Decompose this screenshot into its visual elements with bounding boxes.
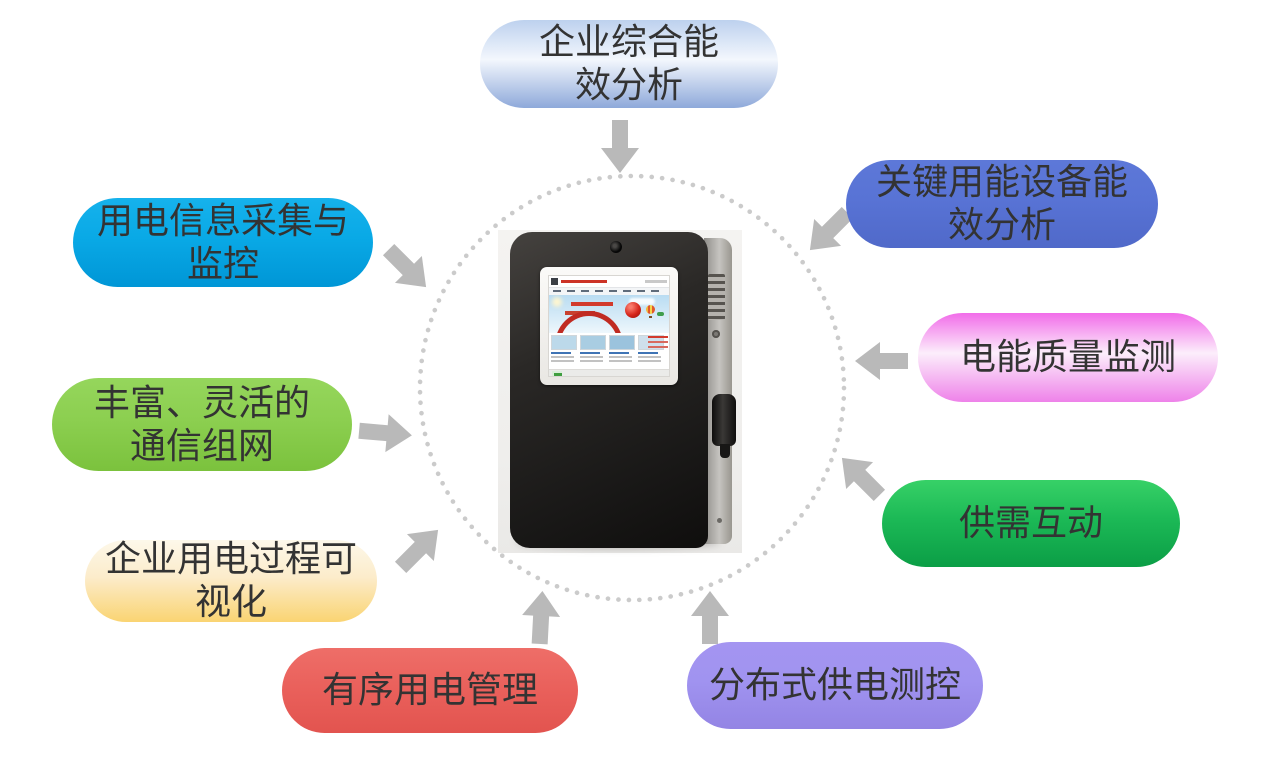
node-pill-power-quality-monitoring: 电能质量监测: [918, 313, 1218, 402]
webpage-logo-icon: [551, 278, 558, 285]
red-sphere-graphic: [625, 302, 641, 318]
arrow-left-icon: [357, 411, 414, 455]
hero-headline-text: [571, 302, 613, 306]
balloon-basket: [649, 316, 652, 318]
webpage-navbar: [549, 287, 669, 295]
card-thumbnail: [580, 335, 606, 350]
node-pill-orderly-power-use-management: 有序用电管理: [282, 648, 578, 733]
arrow-lower-right-icon: [828, 444, 893, 509]
arrow-right-icon: [855, 342, 908, 380]
hot-air-balloon-icon: [646, 305, 655, 314]
device-screen-webpage: [548, 275, 670, 377]
arrow-bottom-left-icon: [520, 590, 562, 645]
card-text-line: [609, 360, 632, 362]
webpage-footer: [549, 369, 669, 376]
webpage-hero-banner: [549, 295, 669, 345]
sun-icon: [552, 297, 562, 307]
node-label: 有序用电管理: [321, 670, 538, 711]
red-notice-text: [648, 336, 668, 338]
news-card: [638, 335, 664, 362]
green-cert-logo-icon: [552, 371, 562, 376]
node-pill-key-equipment-energy-efficiency-analysis: 关键用能设备能 效分析: [846, 160, 1158, 248]
vent-grille-icon: [708, 274, 725, 320]
center-device-photo: [498, 230, 742, 553]
card-link-line: [551, 352, 571, 354]
webpage-nav-items: [553, 290, 663, 292]
cloud-icon: [629, 298, 655, 305]
card-text-line: [638, 356, 661, 358]
news-card: [551, 335, 577, 362]
green-graphic: [657, 312, 664, 316]
card-text-line: [551, 360, 574, 362]
webpage-content-row: [549, 333, 669, 369]
news-card: [609, 335, 635, 362]
arrow-top-left-icon: [375, 236, 440, 301]
arrow-lower-left-icon: [387, 516, 452, 581]
card-text-line: [609, 356, 632, 358]
card-text-line: [580, 360, 603, 362]
webpage-header: [549, 276, 669, 287]
device-screen-bezel: [540, 267, 678, 385]
node-label: 用电信息采集与 监控: [96, 200, 349, 285]
node-label: 丰富、灵活的 通信组网: [93, 382, 310, 467]
dotted-circle: [417, 173, 847, 603]
webpage-title-text: [561, 280, 607, 283]
card-link-line: [638, 352, 658, 354]
node-pill-rich-flexible-communication-networking: 丰富、灵活的 通信组网: [52, 378, 352, 471]
node-pill-supply-demand-interaction: 供需互动: [882, 480, 1180, 567]
node-pill-distributed-power-supply-monitoring-control: 分布式供电测控: [687, 642, 983, 729]
webpage-header-links: [645, 280, 667, 283]
card-thumbnail: [638, 335, 664, 350]
device-body: [510, 232, 708, 548]
node-label: 分布式供电测控: [708, 665, 961, 706]
antenna-connector: [712, 394, 736, 446]
node-label: 企业综合能 效分析: [538, 22, 719, 106]
arrow-top-icon: [601, 120, 639, 173]
node-label: 电能质量监测: [959, 337, 1176, 378]
node-pill-power-info-collection-and-monitoring: 用电信息采集与 监控: [73, 198, 373, 287]
node-pill-enterprise-power-process-visualization: 企业用电过程可 视化: [85, 539, 377, 623]
camera-icon: [610, 241, 622, 253]
card-text-line: [580, 356, 603, 358]
screw-icon: [717, 518, 722, 523]
card-link-line: [580, 352, 600, 354]
card-text-line: [638, 360, 661, 362]
node-label: 企业用电过程可 视化: [104, 539, 357, 623]
antenna-tip: [720, 444, 730, 458]
arrow-bottom-right-icon: [691, 591, 729, 644]
node-pill-enterprise-comprehensive-energy-analysis: 企业综合能 效分析: [480, 20, 778, 108]
card-thumbnail: [609, 335, 635, 350]
card-thumbnail: [551, 335, 577, 350]
card-text-line: [551, 356, 574, 358]
lock-icon: [712, 330, 720, 338]
node-label: 供需互动: [958, 503, 1103, 544]
node-label: 关键用能设备能 效分析: [875, 162, 1128, 246]
news-card: [580, 335, 606, 362]
card-link-line: [609, 352, 629, 354]
